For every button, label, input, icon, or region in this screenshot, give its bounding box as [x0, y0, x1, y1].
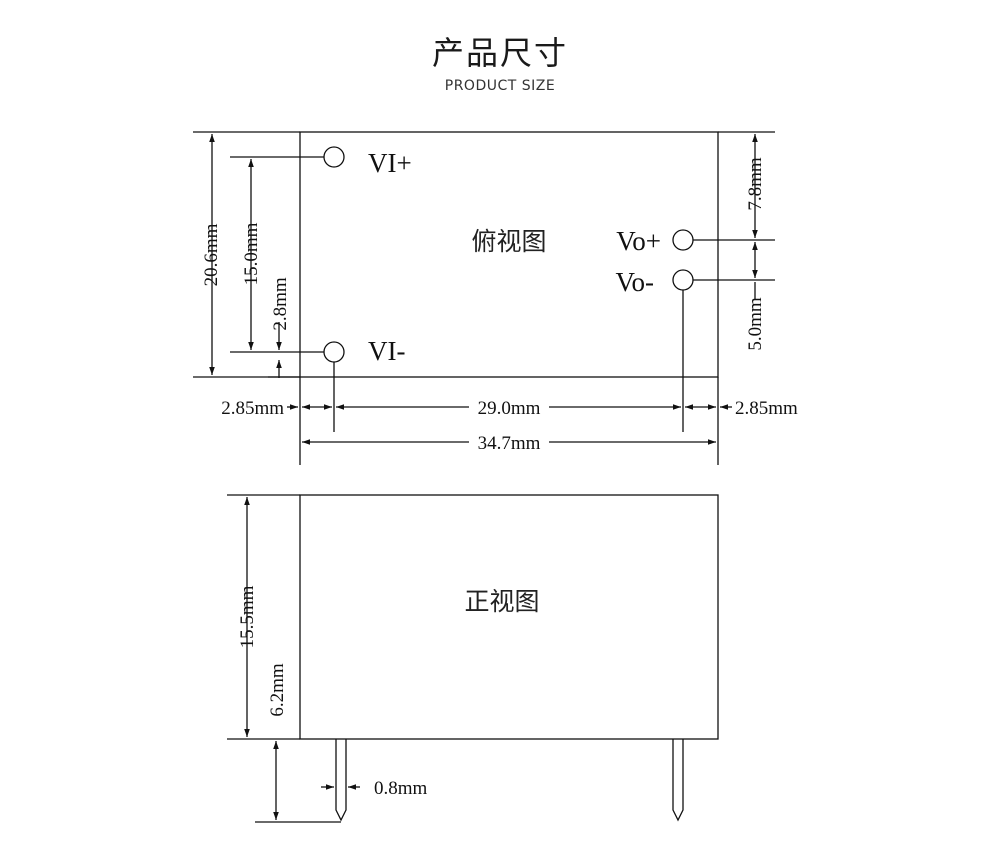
pin-label-vi-minus: VI-: [368, 336, 405, 366]
top-view-label: 俯视图: [471, 227, 546, 256]
dim-label-vi-spacing: 15.0mm: [241, 222, 262, 285]
pin-vo-minus-circle: [672, 269, 694, 291]
dim-label-vo-bottom-offset: 5.0mm: [745, 297, 766, 351]
pin-vi-plus-circle: [323, 146, 345, 168]
dim-label-width-total: 34.7mm: [478, 433, 541, 454]
page-subtitle: PRODUCT SIZE: [444, 78, 556, 94]
dim-label-pin-length: 6.2mm: [267, 663, 288, 717]
pin-vi-minus-circle: [323, 341, 345, 363]
dim-label-vo-top-offset: 7.8mm: [745, 157, 766, 211]
pin-vo-plus-circle: [672, 229, 694, 251]
pin-label-vi-plus: VI+: [368, 148, 412, 178]
front-right-pin: [672, 739, 684, 822]
page-title: 产品尺寸: [431, 34, 568, 72]
front-left-pin: [335, 739, 347, 822]
pin-label-vo-minus: Vo-: [615, 267, 654, 297]
top-view-outline: [299, 131, 719, 378]
front-view-outline: [299, 494, 719, 740]
dim-label-pin-width: 0.8mm: [374, 778, 428, 799]
pin-label-vo-plus: Vo+: [616, 226, 661, 256]
dim-label-right-margin: 2.85mm: [735, 398, 798, 419]
dim-label-height-total: 20.6mm: [201, 223, 222, 286]
dim-label-pin-pitch: 29.0mm: [478, 398, 541, 419]
dim-label-left-margin: 2.85mm: [221, 398, 284, 419]
dim-label-body-height: 15.5mm: [237, 585, 258, 648]
front-view-label: 正视图: [464, 587, 539, 616]
dim-label-vi-bottom-offset: 2.8mm: [270, 277, 291, 331]
